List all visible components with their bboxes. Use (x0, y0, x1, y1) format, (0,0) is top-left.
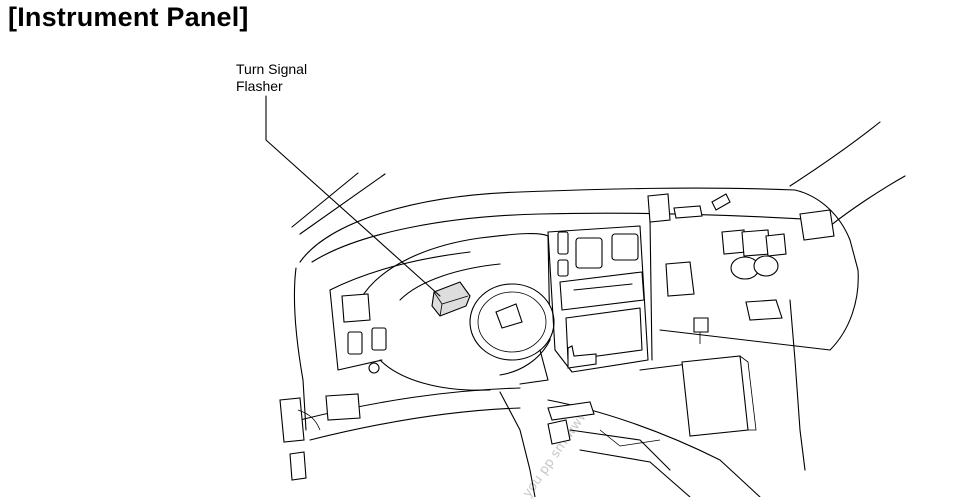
left-switches (341, 293, 387, 374)
turn-signal-flasher-leader (265, 95, 441, 297)
turn-signal-flasher-label: Turn Signal Flasher (236, 61, 307, 95)
callout-line-1: Turn Signal (236, 61, 308, 77)
steering-wheel (469, 283, 555, 385)
center-console (499, 391, 761, 497)
center-stack (547, 225, 649, 373)
right-components (647, 193, 835, 344)
instrument-cluster (359, 232, 551, 391)
page-title: [Instrument Panel] (8, 2, 249, 32)
lower-left-components (279, 393, 361, 481)
callout-line-2: Flasher (236, 78, 283, 94)
windshield-lines (291, 121, 906, 235)
ecu-box (681, 355, 757, 437)
turn-signal-flasher-relay (431, 281, 471, 317)
